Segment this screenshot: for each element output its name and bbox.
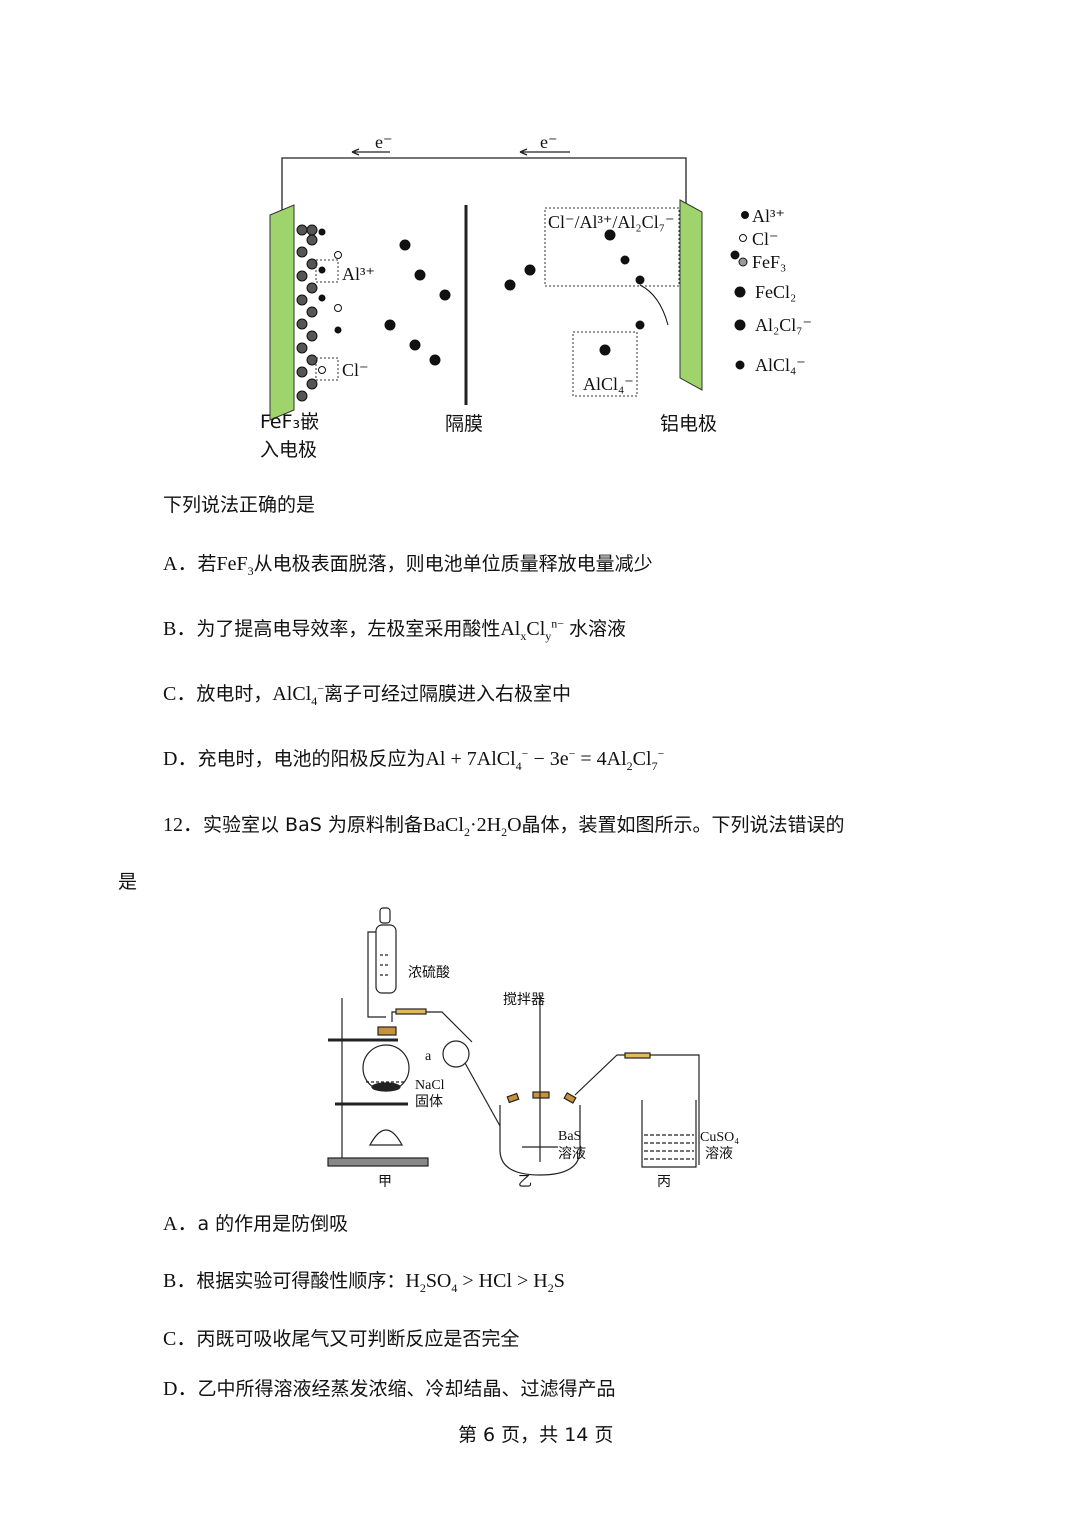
fef3-electrode	[269, 204, 295, 421]
svg-text:Al³⁺: Al³⁺	[752, 206, 785, 226]
svg-text:FeCl₂: FeCl₂	[755, 282, 796, 302]
jia-label: 甲	[378, 1174, 392, 1190]
al-electrode-label: 铝电极	[660, 413, 717, 435]
acid-label: 浓硫酸	[408, 965, 450, 981]
nacl-label-2: 固体	[415, 1094, 443, 1110]
svg-text:Cl⁻: Cl⁻	[752, 229, 779, 249]
cuso4-label-1: CuSO₄	[700, 1130, 739, 1145]
cuso4-label-2: 溶液	[705, 1146, 733, 1162]
q11-option-a[interactable]: A．若FeF3从电极表面脱落，则电池单位质量释放电量减少	[163, 553, 653, 578]
q12-option-b[interactable]: B．根据实验可得酸性顺序：H2SO4 > HCl > H2S	[163, 1270, 565, 1295]
electron-right-label: e⁻	[540, 132, 558, 152]
q11-option-d[interactable]: D．充电时，电池的阳极反应为Al + 7AlCl4− − 3e− = 4Al2C…	[163, 746, 665, 773]
q12-option-c[interactable]: C．丙既可吸收尾气又可判断反应是否完全	[163, 1328, 520, 1350]
fef3-particles	[296, 224, 318, 402]
q12-stem-cont: 是	[118, 871, 138, 893]
q11-prompt: 下列说法正确的是	[163, 494, 316, 516]
svg-text:Al₂Cl₇⁻: Al₂Cl₇⁻	[755, 315, 812, 335]
alcl4-box-label: AlCl₄⁻	[583, 374, 634, 394]
fef3-electrode-label-2: 入电极	[260, 439, 317, 461]
electron-left-label: e⁻	[375, 132, 393, 152]
battery-diagram: e⁻ e⁻ Al³⁺ Cl⁻ Cl⁻/Al³⁺/Al₂Cl₇⁻ AlCl₄⁻ F…	[260, 132, 812, 461]
legend: Al³⁺ Cl⁻ FeF₃ FeCl₂ Al₂Cl₇⁻ AlCl₄⁻	[738, 206, 812, 375]
al3-label: Al³⁺	[342, 264, 375, 284]
membrane-label: 隔膜	[445, 413, 483, 435]
q12-option-a[interactable]: A．a 的作用是防倒吸	[163, 1213, 349, 1235]
q12-stem: 12．实验室以 BaS 为原料制备BaCl2·2H2O晶体，装置如图所示。下列说…	[163, 814, 845, 839]
apparatus-diagram: 浓硫酸 搅拌器 a NaCl 固体 BaS 溶液 CuSO₄ 溶液 甲 乙 丙	[327, 907, 739, 1190]
fef3-electrode-label-1: FeF₃嵌	[260, 411, 319, 433]
stirrer-label: 搅拌器	[503, 992, 545, 1008]
box-top-right-label: Cl⁻/Al³⁺/Al₂Cl₇⁻	[548, 212, 674, 232]
bas-label-1: BaS	[558, 1129, 581, 1144]
molecules	[384, 211, 749, 370]
bing-label: 丙	[657, 1174, 671, 1190]
a-label: a	[425, 1049, 432, 1064]
cl-label: Cl⁻	[342, 360, 369, 380]
q11-option-c[interactable]: C．放电时，AlCl4−离子可经过隔膜进入右极室中	[163, 681, 572, 708]
svg-text:FeF₃: FeF₃	[752, 252, 786, 272]
yi-label: 乙	[518, 1174, 532, 1190]
bas-label-2: 溶液	[558, 1146, 586, 1162]
page-footer: 第 6 页，共 14 页	[458, 1424, 614, 1446]
svg-text:AlCl₄⁻: AlCl₄⁻	[755, 355, 806, 375]
nacl-label-1: NaCl	[415, 1078, 445, 1093]
al-electrode	[679, 199, 703, 391]
q12-option-d[interactable]: D．乙中所得溶液经蒸发浓缩、冷却结晶、过滤得产品	[163, 1378, 616, 1400]
q11-option-b[interactable]: B．为了提高电导效率，左极室采用酸性AlxClyn− 水溶液	[163, 616, 627, 643]
